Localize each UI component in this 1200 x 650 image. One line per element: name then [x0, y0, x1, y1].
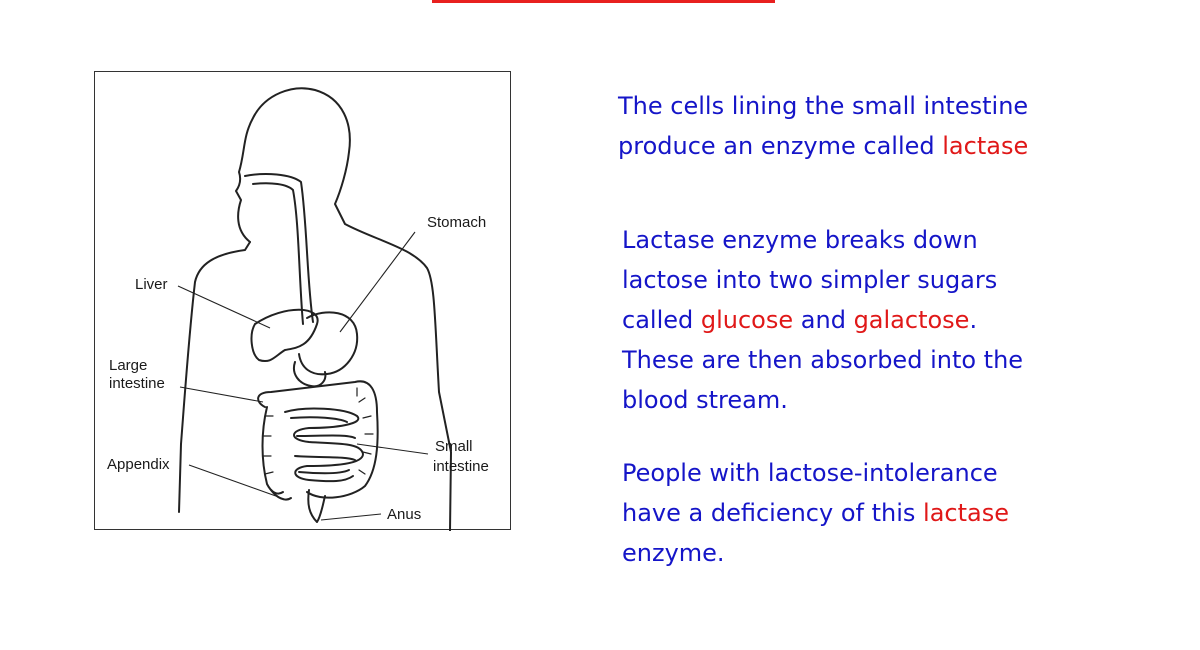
appendix [270, 489, 292, 501]
p2-line4: These are then absorbed into the [622, 346, 1024, 374]
body-outline-left [178, 241, 251, 513]
label-small-intestine-line2: intestine [433, 458, 489, 475]
digestive-system-diagram: Stomach Liver Large intestine Appendix S… [94, 71, 511, 531]
rectum [307, 489, 326, 523]
p1-line2: produce an enzyme called lactase [618, 126, 1028, 166]
label-small-intestine-line1: Small [435, 438, 473, 455]
paragraph-lactose-breakdown: Lactase enzyme breaks down lactose into … [622, 220, 1023, 420]
p2-line3: called glucose and galactose. [622, 300, 1023, 340]
title-underline [432, 0, 775, 3]
small-intestine [284, 407, 364, 483]
highlight-galactose: galactose [853, 306, 970, 334]
large-intestine [257, 380, 379, 499]
p3-line2-text: have a deficiency of this [622, 499, 924, 527]
p3-line1: People with lactose-intolerance [622, 459, 998, 487]
digestive-system-illustration [177, 87, 452, 531]
label-large-intestine-line2: intestine [109, 375, 165, 392]
label-large-intestine-line1: Large [109, 357, 148, 374]
p3-line2: have a deficiency of this lactase [622, 493, 1009, 533]
p2-line3-text: called [622, 306, 701, 334]
label-anus: Anus [387, 506, 422, 523]
paragraph-lactose-intolerance: People with lactose-intolerance have a d… [622, 453, 1009, 573]
p2-line2: lactose into two simpler sugars [622, 266, 998, 294]
stomach-outline [298, 311, 359, 376]
p2-line3-and: and [793, 306, 854, 334]
p2-line3-period: . [969, 306, 978, 334]
p2-line1: Lactase enzyme breaks down [622, 226, 978, 254]
large-intestine-leader [179, 386, 264, 403]
p1-line2-text: produce an enzyme called [618, 132, 943, 160]
label-stomach: Stomach [427, 214, 487, 231]
esophagus [244, 173, 314, 323]
appendix-leader [188, 464, 288, 501]
paragraph-lactase-production: The cells lining the small intestine pro… [618, 86, 1028, 166]
label-liver: Liver [135, 276, 168, 293]
label-appendix: Appendix [107, 456, 170, 473]
highlight-lactase-2: lactase [923, 499, 1009, 527]
p2-line5: blood stream. [622, 386, 788, 414]
small-intestine-leader [356, 443, 429, 455]
p3-line3: enzyme. [622, 539, 725, 567]
highlight-glucose: glucose [700, 306, 794, 334]
liver-leader [177, 285, 271, 329]
body-outline [235, 87, 452, 531]
highlight-lactase: lactase [942, 132, 1029, 160]
stomach-leader [339, 231, 416, 333]
p1-line1: The cells lining the small intestine [618, 92, 1029, 120]
liver-outline [250, 308, 319, 362]
anus-leader [320, 513, 382, 521]
